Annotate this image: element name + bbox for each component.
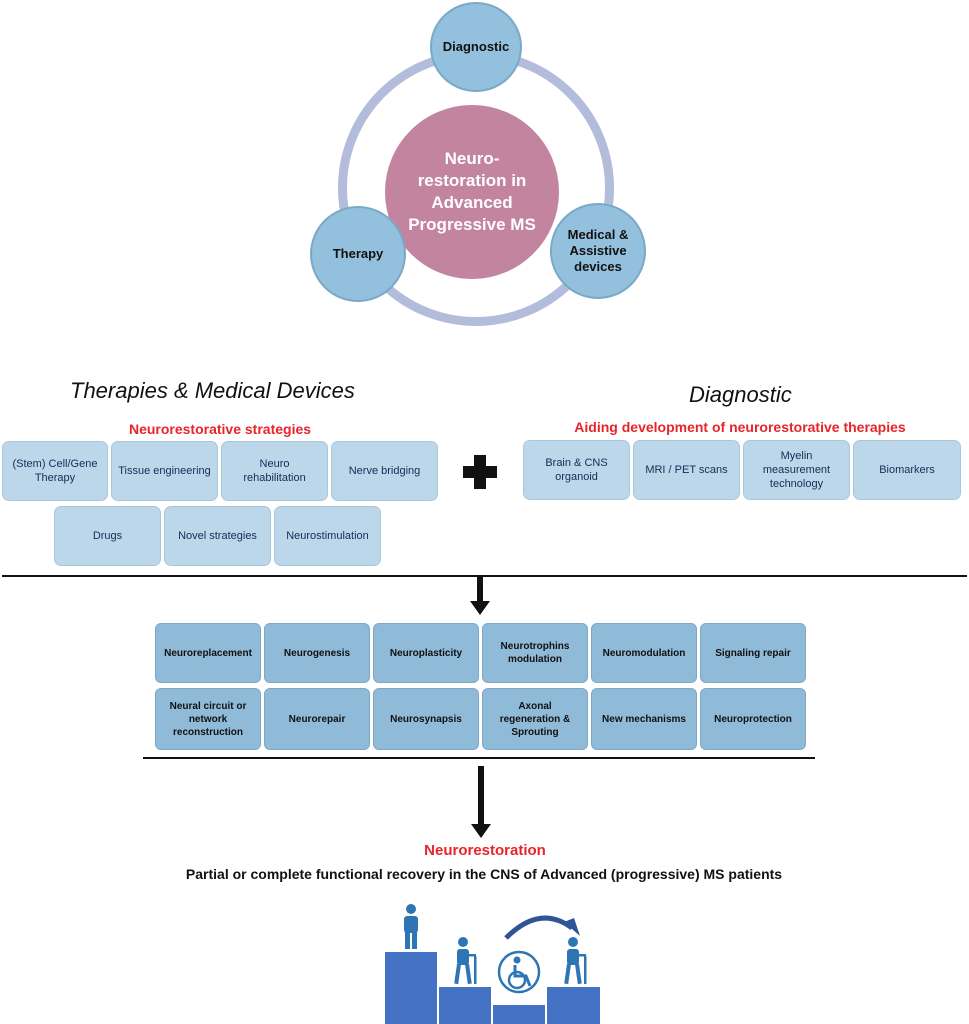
- diagnostic-label: Myelin measurement technology: [762, 450, 831, 490]
- plus-icon: [463, 455, 497, 489]
- strategy-label: Drugs: [92, 530, 123, 542]
- hub-devices: Medical & Assistive devices: [550, 203, 646, 299]
- mechanism-label: Neural circuit or network reconstruction: [169, 700, 247, 738]
- step-block: [439, 987, 491, 1024]
- mechanism-label: Neuroprotection: [714, 713, 792, 725]
- mechanism-label: Neuroplasticity: [389, 647, 463, 659]
- right-heading: Diagnostic: [689, 382, 792, 407]
- strategy-label: Novel strategies: [178, 530, 257, 542]
- mechanism-box: Neurosynapsis: [373, 688, 479, 750]
- strategy-box: Nerve bridging: [331, 441, 438, 501]
- hub-devices-label: Medical & Assistive devices: [567, 227, 629, 274]
- strategy-label: Neuro rehabilitation: [243, 458, 306, 484]
- cane-person-icon: [454, 937, 477, 985]
- mechanism-box: Neuroreplacement: [155, 623, 261, 683]
- divider-line: [143, 757, 815, 759]
- mechanism-box: Neurorepair: [264, 688, 370, 750]
- right-subheading: Aiding development of neurorestorative t…: [574, 419, 906, 435]
- hub-center-label: Neuro-restoration in Advanced Progressiv…: [408, 149, 536, 234]
- step-block: [493, 1005, 545, 1024]
- hub-therapy: Therapy: [310, 206, 406, 302]
- strategy-box: Novel strategies: [164, 506, 271, 566]
- mechanism-box: New mechanisms: [591, 688, 697, 750]
- strategy-label: (Stem) Cell/Gene Therapy: [12, 458, 98, 484]
- down-arrow-icon: [471, 766, 491, 838]
- diagnostic-box: MRI / PET scans: [633, 440, 740, 500]
- mechanism-box: Axonal regeneration & Sprouting: [482, 688, 588, 750]
- mechanism-box: Neuroplasticity: [373, 623, 479, 683]
- diagnostic-box: Myelin measurement technology: [743, 440, 850, 500]
- mechanism-box: Neurogenesis: [264, 623, 370, 683]
- strategy-box: Drugs: [54, 506, 161, 566]
- strategy-box: (Stem) Cell/Gene Therapy: [2, 441, 108, 501]
- strategy-box: Neurostimulation: [274, 506, 381, 566]
- mechanism-label: Neurorepair: [288, 713, 346, 725]
- cane-person-icon: [564, 937, 587, 985]
- mechanism-label: Axonal regeneration & Sprouting: [499, 700, 571, 738]
- hub-diagnostic-label: Diagnostic: [442, 39, 510, 54]
- mechanism-box: Neural circuit or network reconstruction: [155, 688, 261, 750]
- hub-center: Neuro-restoration in Advanced Progressiv…: [385, 105, 559, 279]
- mechanism-box: Neuromodulation: [591, 623, 697, 683]
- mechanism-label: Neurogenesis: [283, 647, 351, 659]
- mechanism-box: Signaling repair: [700, 623, 806, 683]
- down-arrow-icon: [470, 577, 490, 615]
- standing-person-icon: [404, 904, 418, 949]
- step-block: [547, 987, 600, 1024]
- outcome-title: Neurorestoration: [424, 842, 546, 859]
- strategy-box: Neuro rehabilitation: [221, 441, 328, 501]
- step-block: [385, 952, 437, 1024]
- mechanism-box: Neuroprotection: [700, 688, 806, 750]
- divider-line: [2, 575, 967, 577]
- diagnostic-box: Biomarkers: [853, 440, 961, 500]
- diagnostic-label: Biomarkers: [879, 464, 935, 476]
- mechanism-label: New mechanisms: [602, 713, 686, 725]
- wheelchair-icon: [497, 950, 541, 994]
- diagnostic-label: MRI / PET scans: [645, 464, 728, 476]
- strategy-label: Neurostimulation: [286, 530, 369, 542]
- left-heading: Therapies & Medical Devices: [70, 378, 355, 403]
- recovery-steps-illustration: [385, 904, 600, 1024]
- mechanism-label: Neuroreplacement: [164, 647, 252, 659]
- hub-therapy-label: Therapy: [332, 246, 384, 261]
- mechanism-label: Neuromodulation: [602, 647, 686, 659]
- outcome-text: Partial or complete functional recovery …: [185, 866, 783, 882]
- mechanism-label: Neurotrophins modulation: [500, 641, 570, 665]
- diagnostic-label: Brain & CNS organoid: [545, 457, 608, 483]
- hub-diagnostic: Diagnostic: [430, 2, 522, 92]
- mechanism-label: Signaling repair: [715, 647, 791, 659]
- left-subheading: Neurorestorative strategies: [128, 421, 312, 437]
- strategy-box: Tissue engineering: [111, 441, 218, 501]
- curved-arrow-icon: [504, 915, 580, 940]
- mechanism-label: Neurosynapsis: [390, 713, 462, 725]
- diagnostic-box: Brain & CNS organoid: [523, 440, 630, 500]
- strategy-label: Tissue engineering: [118, 465, 211, 477]
- strategy-label: Nerve bridging: [348, 465, 421, 477]
- mechanism-box: Neurotrophins modulation: [482, 623, 588, 683]
